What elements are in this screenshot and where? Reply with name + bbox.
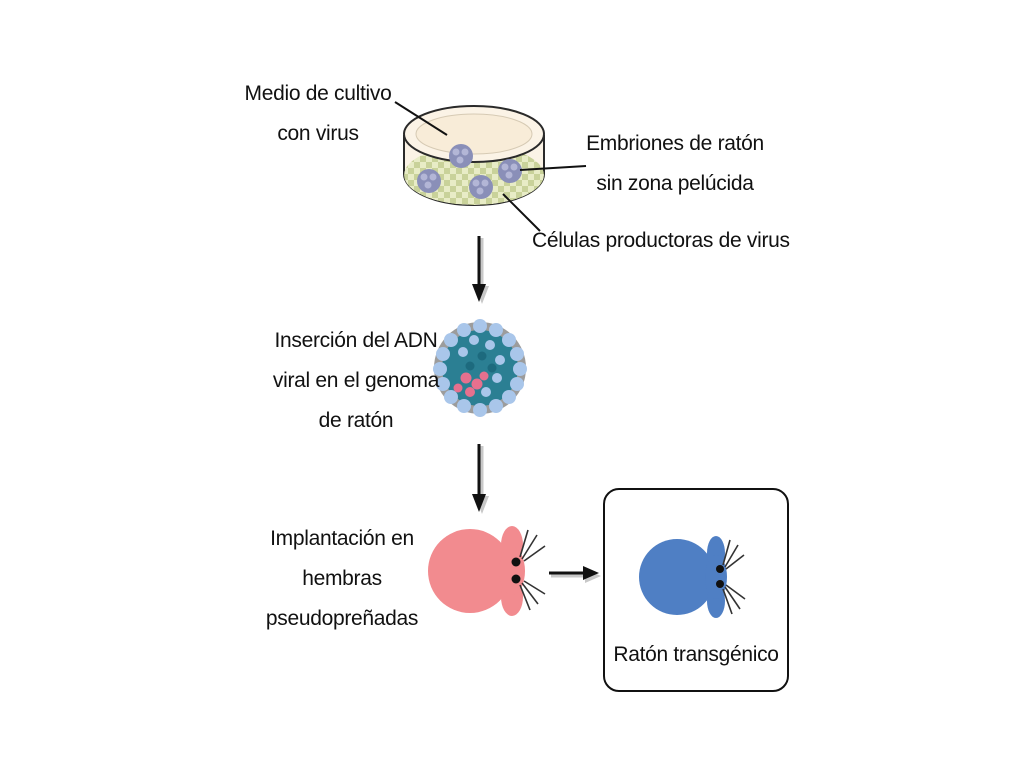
embryos-leader-line bbox=[519, 165, 587, 171]
blue-mouse bbox=[639, 536, 746, 618]
culture-dish bbox=[403, 105, 545, 206]
virus-cells-label-text: Células productoras de virus bbox=[532, 229, 790, 252]
implantation-label-line-3: pseudopreñadas bbox=[265, 607, 419, 630]
insertion-label-line-1: Inserción del ADN bbox=[274, 329, 438, 352]
arrow-down-2 bbox=[472, 444, 489, 514]
implantation-label-line-2: hembras bbox=[302, 567, 382, 590]
arrow-down-1 bbox=[472, 236, 489, 304]
mouse-embryos bbox=[417, 144, 522, 199]
eye bbox=[511, 574, 521, 584]
transgenic-mouse-label: Ratón transgénico bbox=[606, 635, 786, 675]
implantation-label-line-1: Implantación en bbox=[270, 527, 414, 550]
embryo bbox=[498, 159, 522, 183]
pink-mouse bbox=[428, 526, 546, 616]
eye bbox=[511, 557, 521, 567]
medium-leader-line bbox=[394, 101, 448, 136]
whiskers bbox=[722, 539, 746, 615]
implantation-label: Implantación en hembras pseudopreñadas bbox=[262, 519, 422, 639]
culture-medium-label-line-1: Medio de cultivo bbox=[244, 82, 392, 105]
arrow-right bbox=[549, 566, 601, 583]
insertion-label-line-3: de ratón bbox=[318, 409, 394, 432]
insertion-label: Inserción del ADN viral en el genoma de … bbox=[268, 321, 444, 441]
embryo bbox=[449, 144, 473, 168]
embryos-label-line-2: sin zona pelúcida bbox=[596, 172, 754, 195]
cells-leader-line bbox=[502, 193, 541, 232]
culture-medium-label-line-2: con virus bbox=[277, 122, 359, 145]
transgenic-mouse-label-text: Ratón transgénico bbox=[613, 643, 779, 666]
embryo bbox=[417, 169, 441, 193]
embryos-label: Embriones de ratón sin zona pelúcida bbox=[580, 124, 770, 204]
whiskers bbox=[519, 529, 546, 611]
virus-cells-label: Células productoras de virus bbox=[532, 221, 790, 261]
embryos-label-line-1: Embriones de ratón bbox=[586, 132, 764, 155]
eye bbox=[716, 580, 724, 588]
transgenic-mouse-box bbox=[603, 488, 789, 692]
eye bbox=[716, 565, 724, 573]
infected-cells bbox=[453, 371, 489, 397]
blastocyst bbox=[433, 319, 527, 417]
insertion-label-line-2: viral en el genoma bbox=[272, 369, 440, 392]
culture-medium-label: Medio de cultivo con virus bbox=[238, 74, 398, 154]
embryo bbox=[469, 175, 493, 199]
